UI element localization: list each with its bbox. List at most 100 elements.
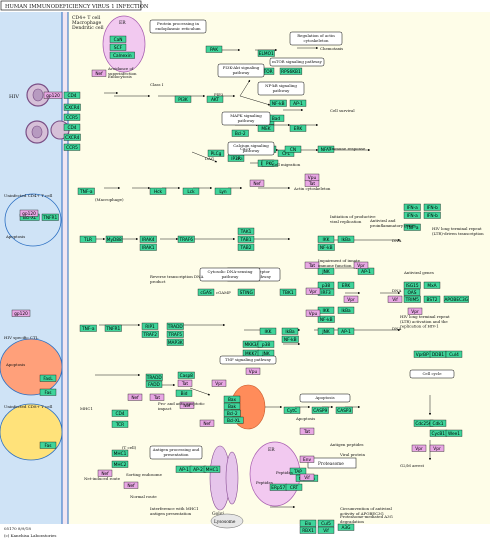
gene-node-tab2[interactable]: TAB2: [237, 243, 255, 251]
gene-node-oas[interactable]: OAS: [403, 288, 421, 296]
gene-node-casp3[interactable]: CASP3: [335, 406, 353, 414]
gene-node-ap-2[interactable]: AP-2: [189, 465, 207, 473]
viral-protein-gp120[interactable]: gp120: [43, 91, 63, 99]
gene-node-rps6kb1[interactable]: RPS6KB1: [279, 67, 303, 75]
gene-node-elo[interactable]: Elo: [299, 519, 317, 527]
gene-node-plcg[interactable]: PLCg: [207, 149, 225, 157]
gene-node-cdk1[interactable]: Cdk1: [429, 419, 447, 427]
gene-node-lck[interactable]: Lck: [182, 187, 200, 195]
gene-node-cd4[interactable]: CD4: [111, 409, 129, 417]
gene-node-tradd[interactable]: TRADD: [167, 322, 184, 330]
gene-node-tak1[interactable]: TAK1: [237, 227, 255, 235]
gene-node-jnk[interactable]: JNK: [317, 327, 335, 335]
gene-node-tbk1[interactable]: TBK1: [279, 288, 297, 296]
gene-node-bak[interactable]: Bak: [223, 402, 241, 410]
viral-protein-vpr[interactable]: Vpr: [411, 444, 427, 452]
gene-node-fas[interactable]: Fas: [39, 388, 57, 396]
gene-node-apobec3g[interactable]: APOBEC3G: [443, 295, 469, 303]
gene-node-ap-1[interactable]: AP-1: [357, 267, 375, 275]
gene-node-bid[interactable]: Bid: [175, 389, 193, 397]
gene-node-cycb1[interactable]: CycB1: [429, 429, 447, 437]
gene-node-nf-kb[interactable]: NF-kB: [269, 99, 287, 107]
gene-node-cd4[interactable]: CD4: [63, 91, 81, 99]
gene-node-traf2[interactable]: TRAF2: [141, 330, 159, 338]
gene-node-nf-kb[interactable]: NF-kB: [317, 243, 335, 251]
gene-node-ifn-b[interactable]: IFN-b: [423, 203, 441, 211]
gene-node-ap-1[interactable]: AP-1: [289, 99, 307, 107]
viral-protein-vif[interactable]: Vif: [387, 295, 403, 303]
gene-node-tnf-a[interactable]: TNF-a: [79, 324, 97, 332]
gene-node-ap-1[interactable]: AP-1: [337, 327, 355, 335]
gene-node-mxa[interactable]: MxA: [423, 281, 441, 289]
gene-node-ddb1[interactable]: DDB1: [429, 350, 447, 358]
gene-node-jnk[interactable]: JNK: [317, 267, 335, 275]
gene-node-ifn-b[interactable]: IFN-b: [423, 211, 441, 219]
gene-node-casp8[interactable]: Casp8: [177, 371, 195, 379]
gene-node-hck[interactable]: Hck: [149, 187, 167, 195]
gene-node-tradd[interactable]: TRADD: [146, 373, 163, 381]
gene-node-erp57[interactable]: ERp57: [269, 483, 287, 491]
gene-node-casp9[interactable]: CASP9: [311, 406, 329, 414]
viral-protein-vpr[interactable]: Vpr: [429, 444, 445, 452]
gene-node-isg15[interactable]: ISG15: [403, 281, 421, 289]
viral-protein-env[interactable]: Env: [299, 455, 315, 463]
gene-node-tnfr1[interactable]: TNFR1: [41, 213, 59, 221]
viral-protein-vpu[interactable]: Vpu: [305, 309, 321, 317]
viral-protein-vpr[interactable]: Vpr: [353, 261, 369, 269]
gene-node-crt[interactable]: CRT: [285, 483, 303, 491]
gene-node-erk[interactable]: ERK: [337, 281, 355, 289]
gene-node-pkc[interactable]: PKC: [261, 159, 279, 167]
gene-node-vprbp[interactable]: VprBP: [413, 350, 431, 358]
gene-node-cd4[interactable]: CD4: [63, 123, 81, 131]
gene-node-tnf-a[interactable]: TNF-a: [77, 187, 95, 195]
gene-node-ikk[interactable]: IKK: [317, 235, 335, 243]
viral-protein-vpu[interactable]: Vpu: [304, 173, 320, 181]
gene-node-akt[interactable]: AKT: [206, 95, 224, 103]
gene-node-ap-1[interactable]: AP-1: [175, 465, 193, 473]
gene-node-cul5[interactable]: Cul5: [317, 519, 335, 527]
gene-node-nf-kb[interactable]: NF-kB: [281, 335, 299, 343]
gene-node-p38[interactable]: p38: [257, 340, 275, 348]
gene-node-ikk[interactable]: IKK: [317, 306, 335, 314]
gene-node-vif[interactable]: Vif: [317, 526, 335, 534]
viral-protein-nef[interactable]: Nef: [127, 393, 143, 401]
viral-protein-nef[interactable]: Nef: [249, 179, 265, 187]
gene-node-elmo1[interactable]: ELMO1: [257, 49, 275, 57]
gene-node-cytc[interactable]: CytC: [283, 406, 301, 414]
gene-node-pi3k[interactable]: PI3K: [174, 95, 192, 103]
gene-node-ifn-a[interactable]: IFN-a: [403, 211, 421, 219]
gene-node-ikk[interactable]: IKK: [259, 327, 277, 335]
viral-protein-vpu[interactable]: Vpu: [245, 367, 261, 375]
gene-node-map3k[interactable]: MAP3K: [166, 338, 184, 346]
gene-node-scf[interactable]: SCF: [109, 43, 127, 51]
gene-node-tnfr1[interactable]: TNFR1: [104, 324, 122, 332]
gene-node-cn[interactable]: CN: [284, 145, 302, 153]
gene-node-ccr5[interactable]: CCR5: [63, 143, 81, 151]
gene-node-irf3[interactable]: IRF3: [317, 288, 335, 296]
viral-protein-tat[interactable]: Tat: [177, 379, 193, 387]
viral-protein-vpr[interactable]: Vpr: [407, 307, 423, 315]
gene-node-pak[interactable]: PAK: [205, 45, 223, 53]
gene-node-ikba[interactable]: IkBa: [281, 327, 299, 335]
viral-protein-nef[interactable]: Nef: [91, 69, 107, 77]
gene-node-cxcr4[interactable]: CXCR4: [63, 133, 81, 141]
gene-node-mhc1[interactable]: MHC1: [111, 449, 129, 457]
gene-node-traf5[interactable]: TRAF5: [166, 330, 184, 338]
gene-node-bad[interactable]: Bad: [267, 114, 285, 122]
gene-node-sting[interactable]: STING: [237, 288, 255, 296]
gene-node-tnf-a[interactable]: TNF-a: [403, 223, 421, 231]
gene-node-myd88[interactable]: MyD88: [105, 235, 123, 243]
viral-protein-vpr[interactable]: Vpr: [343, 295, 359, 303]
gene-node-cul4[interactable]: Cul4: [445, 350, 463, 358]
gene-node-traf6[interactable]: TRAF6: [177, 235, 195, 243]
viral-protein-tat[interactable]: Tat: [304, 261, 320, 269]
gene-node-tlr[interactable]: TLR: [79, 235, 97, 243]
gene-node-tcr[interactable]: TCR: [111, 420, 129, 428]
gene-node-trim5[interactable]: TRIM5: [403, 295, 421, 303]
gene-node-wee1[interactable]: Wee1: [445, 429, 463, 437]
